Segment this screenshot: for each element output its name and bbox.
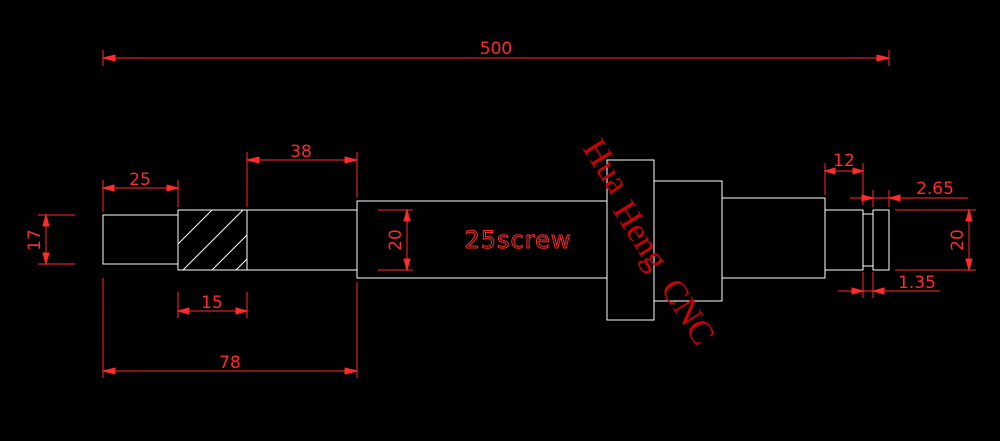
hatch-line <box>177 209 213 245</box>
thread-section-right <box>721 197 826 279</box>
dim-500: 500 <box>480 39 512 59</box>
hatch-line <box>235 258 248 271</box>
watermark-hua: Hua <box>575 133 636 201</box>
dim-38: 38 <box>290 142 312 162</box>
dim-25: 25 <box>129 170 151 190</box>
hatch-pattern <box>177 209 248 271</box>
dim-20-thread: 20 <box>386 229 406 251</box>
hatch-line <box>211 234 248 271</box>
dim-1-35: 1.35 <box>898 273 936 293</box>
end-collar <box>872 209 890 271</box>
dim-17: 17 <box>25 229 45 251</box>
middle-shaft <box>246 209 358 271</box>
dimension-lines <box>38 50 976 378</box>
watermark-cnc: CNC <box>653 273 721 352</box>
end-journal <box>824 209 864 271</box>
dim-78: 78 <box>219 353 241 373</box>
watermark-heng: Heng <box>605 195 675 277</box>
dim-12: 12 <box>833 151 855 171</box>
screw-note: 25screw <box>465 226 572 254</box>
dim-2-65: 2.65 <box>916 179 954 199</box>
dim-20-right: 20 <box>948 229 968 251</box>
snap-groove <box>862 213 874 267</box>
hatch-line <box>182 209 244 271</box>
dim-15: 15 <box>201 293 223 313</box>
left-journal <box>102 214 179 265</box>
shaft-outline <box>102 159 890 321</box>
